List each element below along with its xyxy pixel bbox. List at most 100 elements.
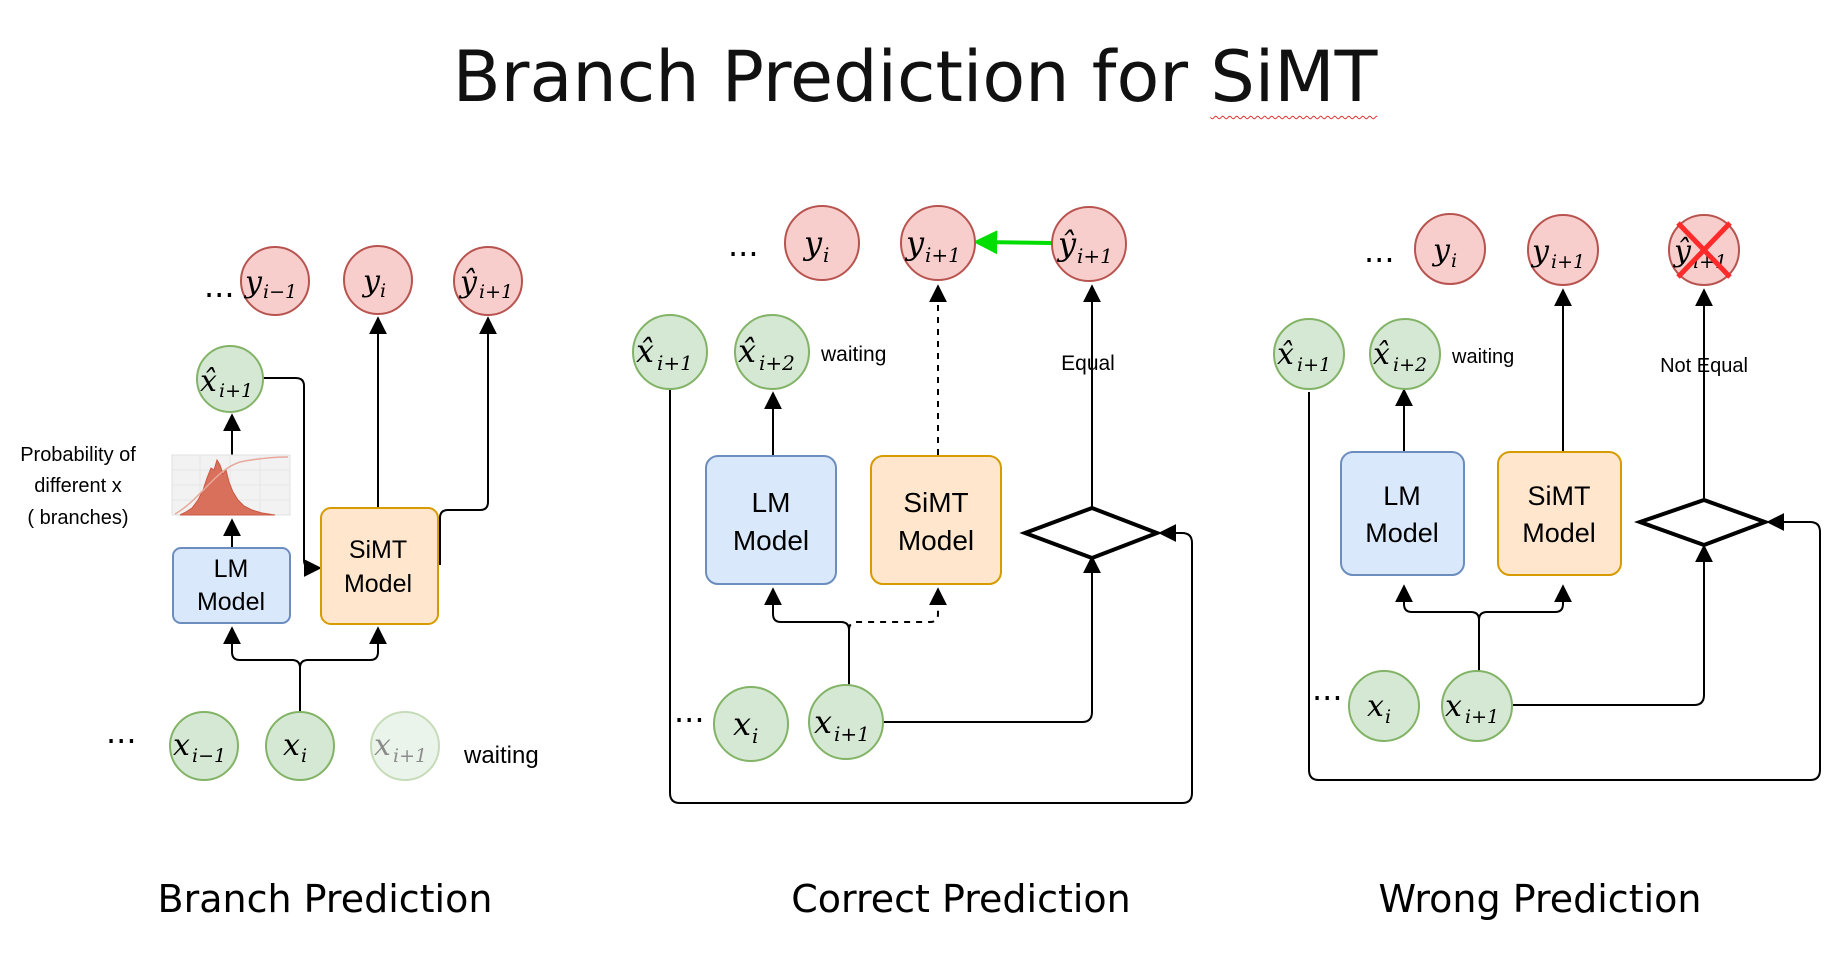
correct-output-y-hat: ŷ i+1: [1051, 206, 1127, 282]
svg-text:SiMT: SiMT: [349, 536, 407, 564]
branch-output-y-i: y i: [343, 245, 413, 315]
svg-text:LM: LM: [1383, 481, 1421, 511]
svg-text:i+1: i+1: [1297, 354, 1331, 376]
correct-predicted-x-next2: x̂ i+2: [734, 314, 810, 390]
branch-connectors: [223, 316, 497, 713]
svg-text:x: x: [374, 728, 391, 763]
svg-text:i+1: i+1: [1551, 251, 1585, 273]
wrong-simt-model-box: SiMT Model: [1497, 451, 1622, 576]
panel-wrong-prediction: ... y i y i+1 ŷ i+1: [1273, 213, 1821, 921]
correct-lm-model-box: LM Model: [705, 455, 837, 585]
wrong-predicted-x-next: x̂ i+1: [1273, 318, 1345, 390]
svg-text:x̂: x̂: [636, 332, 654, 370]
svg-text:i+1: i+1: [657, 351, 693, 375]
svg-text:LM: LM: [752, 487, 791, 518]
branch-simt-model-box: SiMT Model: [320, 507, 439, 625]
svg-text:x: x: [173, 728, 190, 763]
svg-text:Model: Model: [1522, 518, 1596, 548]
correct-compare-diamond: [1019, 505, 1163, 561]
branch-caption: Branch Prediction: [158, 877, 493, 921]
wrong-predicted-x-next2: x̂ i+2: [1369, 318, 1441, 390]
page-title: Branch Prediction for SiMT: [0, 36, 1830, 118]
svg-text:i: i: [1451, 250, 1457, 272]
branch-input-ellipsis: ...: [106, 713, 137, 751]
svg-text:x: x: [814, 703, 832, 741]
correct-waiting-label: waiting: [820, 343, 886, 366]
svg-text:LM: LM: [214, 555, 249, 583]
wrong-output-y-i: y i: [1414, 213, 1486, 285]
branch-input-x-i: x i: [265, 711, 335, 781]
panel-branch-prediction: ... y i−1 y i ŷ i+1 x̂ i+1: [20, 245, 539, 921]
svg-text:y: y: [243, 265, 263, 300]
branch-predicted-x-node: x̂ i+1: [196, 345, 264, 413]
svg-text:( branches): ( branches): [27, 507, 128, 529]
svg-text:x: x: [1445, 689, 1462, 724]
correct-simt-model-box: SiMT Model: [870, 455, 1002, 585]
wrong-waiting-label: waiting: [1451, 346, 1514, 368]
branch-lm-model-box: LM Model: [172, 547, 291, 624]
wrong-output-y-hat-rejected: ŷ i+1: [1668, 214, 1740, 286]
svg-text:i+1: i+1: [219, 380, 253, 402]
svg-text:Model: Model: [197, 588, 265, 616]
svg-text:y: y: [361, 264, 381, 299]
wrong-lm-model-box: LM Model: [1340, 451, 1465, 576]
wrong-compare-diamond: [1633, 497, 1771, 548]
wrong-input-ellipsis: ...: [1312, 670, 1343, 708]
correct-predicted-x-next: x̂ i+1: [632, 314, 708, 390]
wrong-connectors: [1308, 288, 1821, 781]
svg-text:y: y: [802, 224, 823, 262]
correct-green-arrow: [973, 230, 1053, 255]
correct-output-y-i: y i: [784, 205, 860, 281]
branch-output-y-hat: ŷ i+1: [453, 246, 523, 316]
branch-input-x-prev: x i−1: [169, 711, 239, 781]
reject-cross-icon: [1676, 221, 1732, 279]
svg-text:Model: Model: [1365, 518, 1439, 548]
correct-output-y-next: y i+1: [900, 205, 976, 281]
correct-output-ellipsis: ...: [728, 226, 759, 264]
wrong-input-x-i: x i: [1348, 670, 1420, 742]
wrong-output-y-next: y i+1: [1527, 214, 1599, 286]
svg-text:i+1: i+1: [925, 243, 961, 267]
svg-text:x̂: x̂: [1277, 337, 1294, 372]
svg-text:i+2: i+2: [759, 351, 795, 375]
svg-text:Model: Model: [733, 525, 809, 556]
svg-text:i−1: i−1: [192, 745, 226, 767]
probability-histogram: [171, 454, 291, 516]
svg-text:i+1: i+1: [1465, 706, 1499, 728]
svg-text:Model: Model: [898, 525, 974, 556]
svg-text:i: i: [380, 280, 386, 302]
correct-input-ellipsis: ...: [674, 692, 705, 730]
title-main: Branch Prediction for: [452, 36, 1211, 118]
svg-text:i+2: i+2: [1393, 354, 1427, 376]
svg-text:x: x: [283, 728, 300, 763]
svg-text:Probability of: Probability of: [20, 444, 136, 466]
probability-label: Probability of different x ( branches): [20, 444, 136, 529]
branch-waiting-label: waiting: [463, 742, 539, 769]
svg-text:y: y: [904, 224, 925, 262]
svg-text:i+1: i+1: [1077, 244, 1113, 268]
svg-text:i: i: [752, 724, 758, 748]
svg-text:x̂: x̂: [738, 332, 756, 370]
svg-text:i: i: [301, 745, 307, 767]
svg-text:i+1: i+1: [479, 281, 513, 303]
branch-output-y-prev: y i−1: [240, 246, 310, 316]
svg-text:y: y: [1431, 233, 1451, 268]
panel-correct-prediction: ... y i y i+1 ŷ i+1 x̂ i+1: [632, 205, 1193, 921]
svg-text:ŷ: ŷ: [1672, 234, 1692, 269]
correct-dashed-connectors: [848, 284, 947, 631]
svg-text:i−1: i−1: [263, 281, 297, 303]
svg-text:Model: Model: [344, 570, 412, 598]
correct-equal-label: Equal: [1061, 352, 1115, 375]
svg-text:i: i: [1385, 706, 1391, 728]
svg-text:SiMT: SiMT: [1528, 481, 1591, 511]
svg-text:i+1: i+1: [834, 722, 870, 746]
branch-output-ellipsis: ...: [204, 267, 235, 305]
wrong-not-equal-label: Not Equal: [1660, 355, 1748, 377]
title-underlined: SiMT: [1210, 36, 1378, 118]
svg-text:different x: different x: [34, 475, 121, 497]
svg-text:i: i: [823, 243, 829, 267]
branch-input-x-next-faded: x i+1: [370, 711, 440, 781]
wrong-caption: Wrong Prediction: [1379, 877, 1702, 921]
